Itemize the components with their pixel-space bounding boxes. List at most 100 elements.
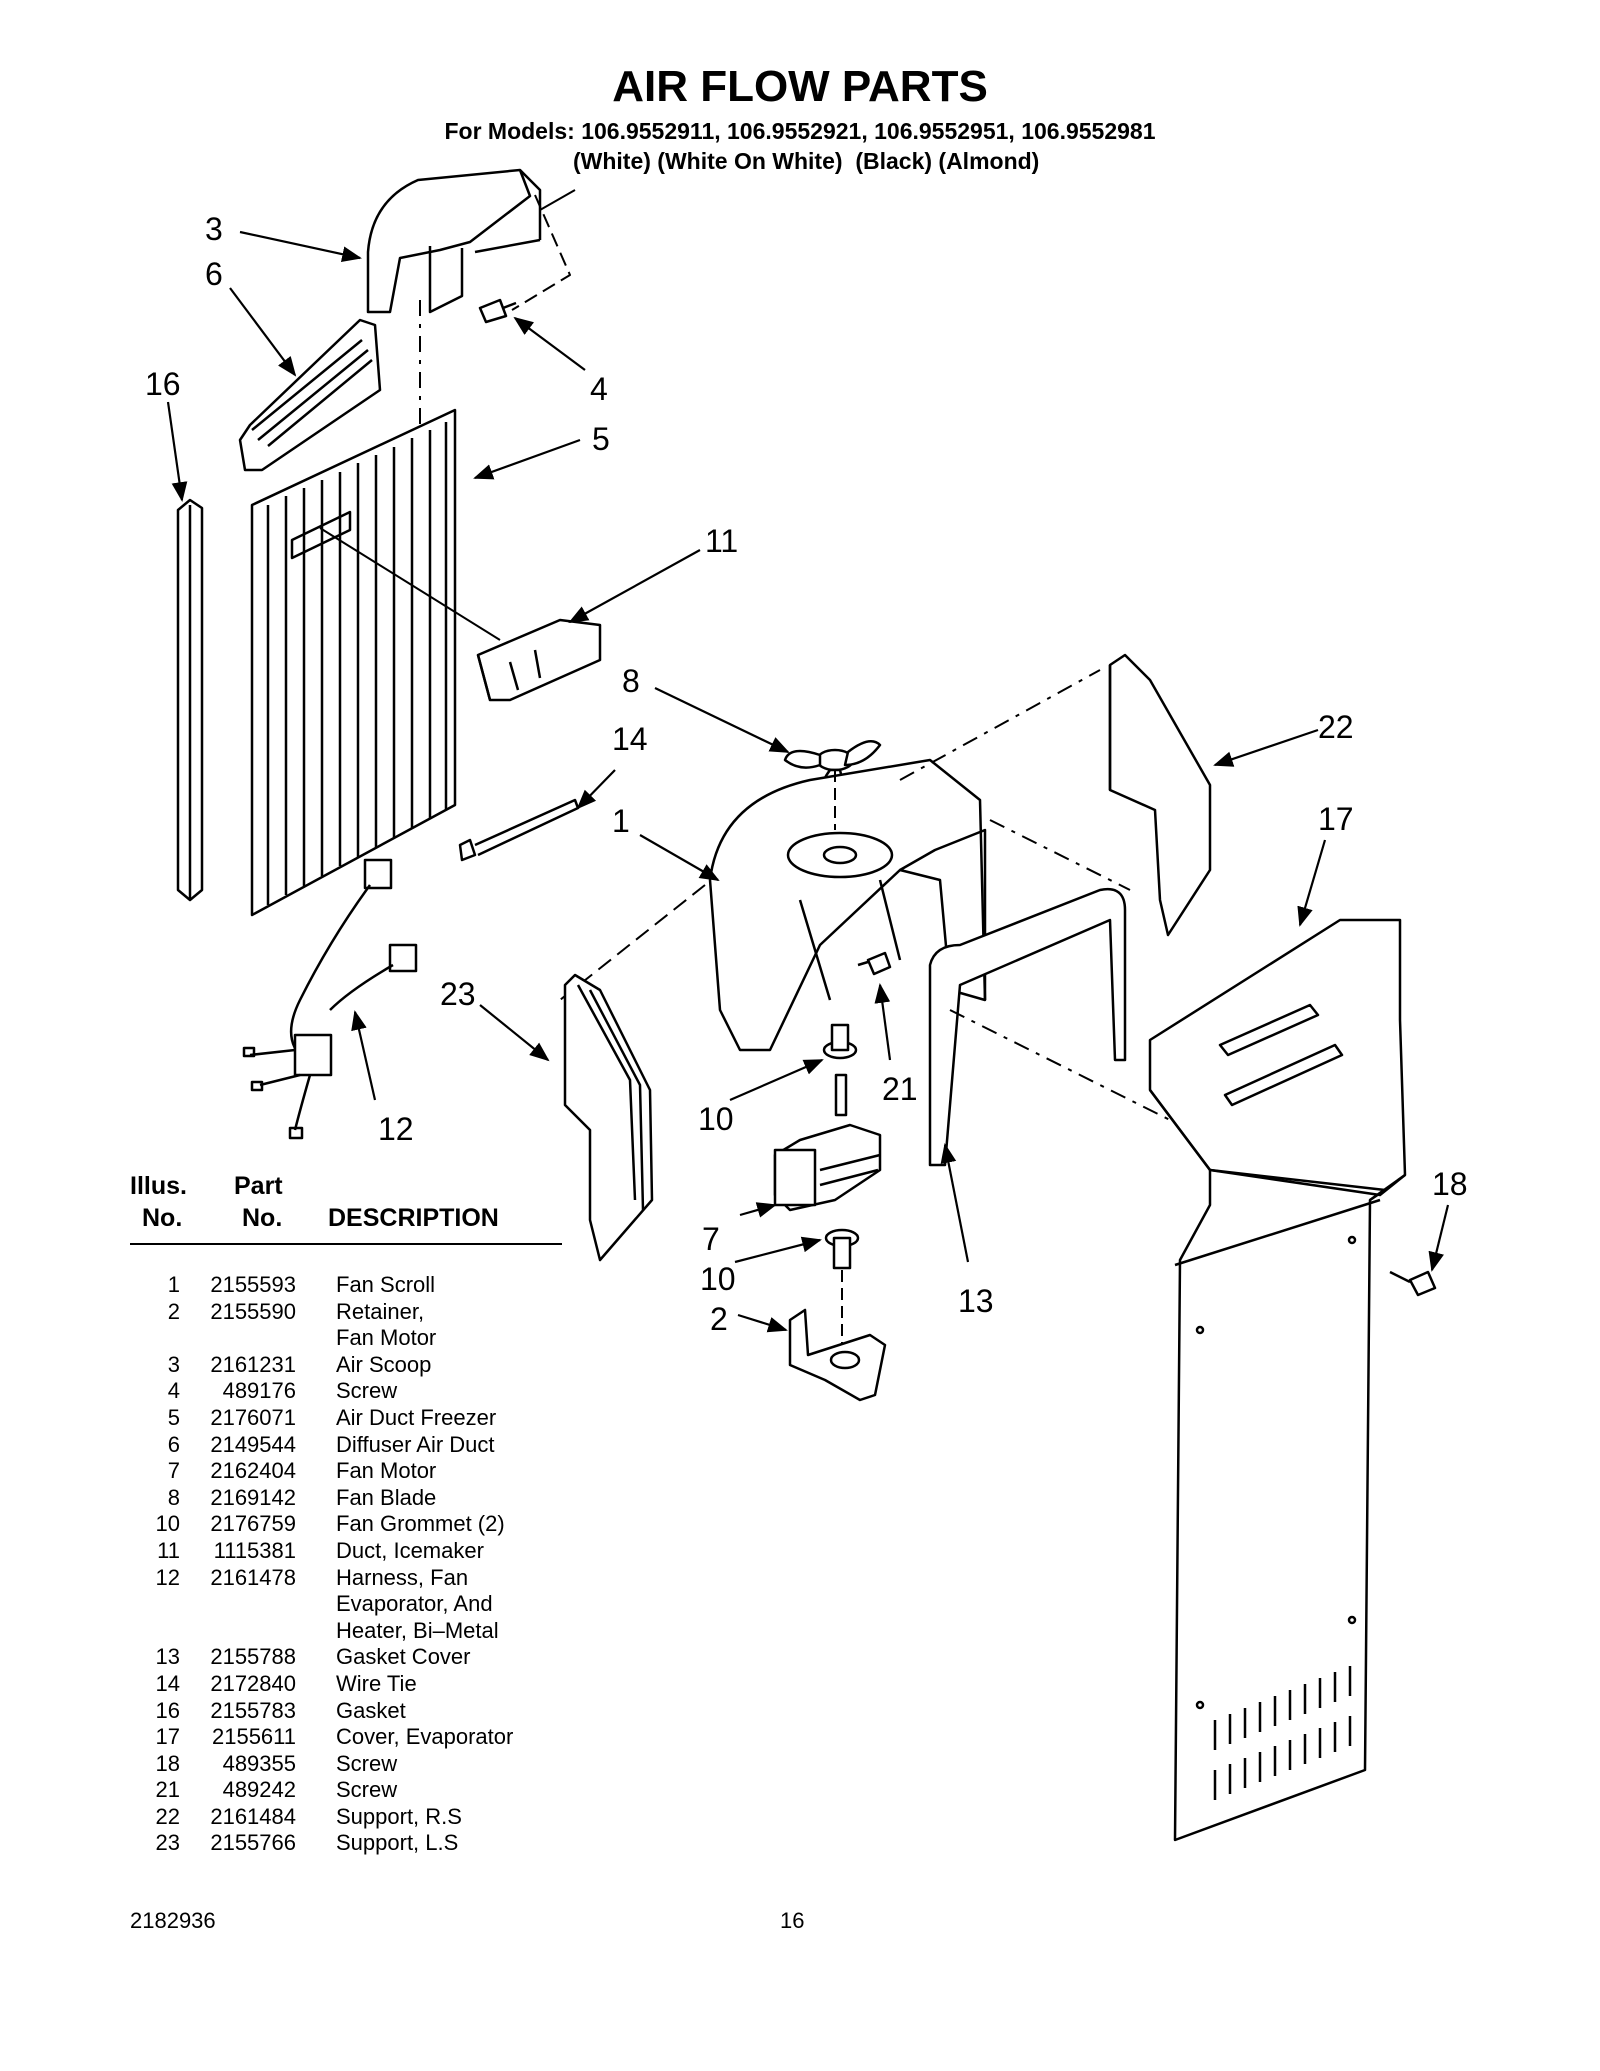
callout-10-lower: 10 [700,1261,736,1297]
fan-grommet-lower [824,1228,860,1270]
illus-number: 13 [155,1644,180,1670]
screw-part-21 [857,951,892,976]
part-number: 489355 [222,1750,296,1776]
callout-23: 23 [440,976,476,1012]
illus-number: 3 [167,1351,180,1377]
part-description: Diffuser Air Duct [336,1431,495,1457]
callout-2: 2 [710,1301,728,1337]
illus-number: 8 [167,1484,180,1510]
part-description: Screw [336,1378,398,1404]
part-number: 2162404 [210,1458,296,1484]
part-number: 2149544 [210,1431,296,1457]
illus-number: 18 [155,1750,180,1776]
part-description: Retainer, [336,1298,425,1324]
illus-number: 2 [167,1298,180,1324]
illus-number: 7 [167,1458,180,1484]
part-description: Duct, Icemaker [336,1537,484,1563]
callout-13: 13 [958,1283,994,1319]
support-ls-part [563,973,654,1262]
part-description: Cover, Evaporator [336,1724,514,1750]
callout-6: 6 [205,256,223,292]
callout-16: 16 [145,366,181,402]
part-number: 2172840 [210,1670,296,1696]
part-number: 1115381 [213,1537,296,1563]
illus-number: 11 [157,1537,180,1563]
part-number: 2161231 [210,1351,296,1377]
part-description: Fan Motor [336,1325,437,1351]
model-finishes: (White) (White On White) (Black) (Almond… [573,148,1040,174]
duct-icemaker-part [476,618,602,702]
callout-18: 18 [1432,1166,1468,1202]
page-number: 16 [780,1908,805,1933]
part-description: Support, L.S [336,1830,459,1856]
header-rule [130,1243,562,1245]
part-description: Harness, Fan [336,1564,469,1590]
air-scoop-part [366,168,542,314]
screw-part-4 [478,298,517,324]
part-number: 2155788 [210,1644,296,1670]
screw-part-18 [1389,1270,1437,1297]
part-number: 2176759 [210,1511,296,1537]
illus-number: 1 [167,1272,180,1297]
header-illus-line2: No. [142,1204,183,1232]
part-description: Screw [336,1777,398,1803]
callout-4: 4 [590,371,608,407]
illus-number: 22 [155,1803,180,1829]
part-number: 2161484 [210,1803,296,1829]
part-number: 2169142 [210,1484,296,1510]
illus-number: 6 [167,1431,180,1457]
callout-22: 22 [1318,709,1354,745]
callout-10-upper: 10 [698,1101,734,1137]
part-description: Screw [336,1750,398,1776]
illus-number: 23 [155,1830,180,1856]
part-number: 2155590 [210,1298,296,1324]
illus-number: 12 [155,1564,180,1590]
part-number: 489176 [222,1378,296,1404]
air-duct-freezer-panel [250,408,457,917]
page-title: AIR FLOW PARTS [612,62,988,111]
illus-number: 10 [155,1511,180,1537]
header-part-line1: Part [234,1172,283,1200]
callout-7: 7 [702,1221,720,1257]
header-illus-line1: Illus. [130,1172,187,1200]
callout-labels: 3 6 16 4 5 11 8 14 1 22 17 23 21 10 12 7… [145,211,1468,1337]
part-number: 2161478 [210,1564,296,1590]
part-description: Gasket Cover [336,1644,471,1670]
header-description: DESCRIPTION [328,1204,499,1232]
support-rs-part [1108,653,1212,937]
part-description: Wire Tie [336,1670,417,1696]
fan-motor-part [773,1073,882,1212]
wire-tie-part [458,798,580,862]
part-description: Fan Scroll [336,1272,436,1297]
part-description: Gasket [336,1697,406,1723]
header-part-line2: No. [242,1204,283,1232]
callout-17: 17 [1318,801,1354,837]
document-number: 2182936 [130,1908,216,1933]
gasket-cover-part [928,887,1127,1167]
illus-number: 14 [155,1670,180,1696]
part-number: 2155783 [210,1697,296,1723]
illus-number: 21 [155,1777,180,1803]
part-description: Fan Blade [336,1484,437,1510]
fan-scroll-part [708,758,987,1052]
part-number: 2155766 [210,1830,296,1856]
part-number: 2155611 [211,1724,296,1750]
fan-grommet-upper [822,1023,858,1060]
callout-3: 3 [205,211,223,247]
evaporator-cover-part [1148,918,1407,1842]
callout-12: 12 [378,1111,414,1147]
harness-part [242,858,418,1140]
retainer-fan-motor-part [788,1308,887,1402]
part-description: Support, R.S [336,1803,462,1829]
diffuser-air-duct-part [238,318,382,472]
callout-8: 8 [622,663,640,699]
illus-number: 4 [167,1378,180,1404]
illus-number: 16 [155,1697,180,1723]
callout-11: 11 [705,523,738,559]
callout-21: 21 [882,1071,918,1107]
gasket-strip-part [176,498,204,902]
part-description: Air Duct Freezer [336,1404,497,1430]
callout-1: 1 [612,803,630,839]
model-numbers: For Models: 106.9552911, 106.9552921, 10… [444,118,1156,144]
